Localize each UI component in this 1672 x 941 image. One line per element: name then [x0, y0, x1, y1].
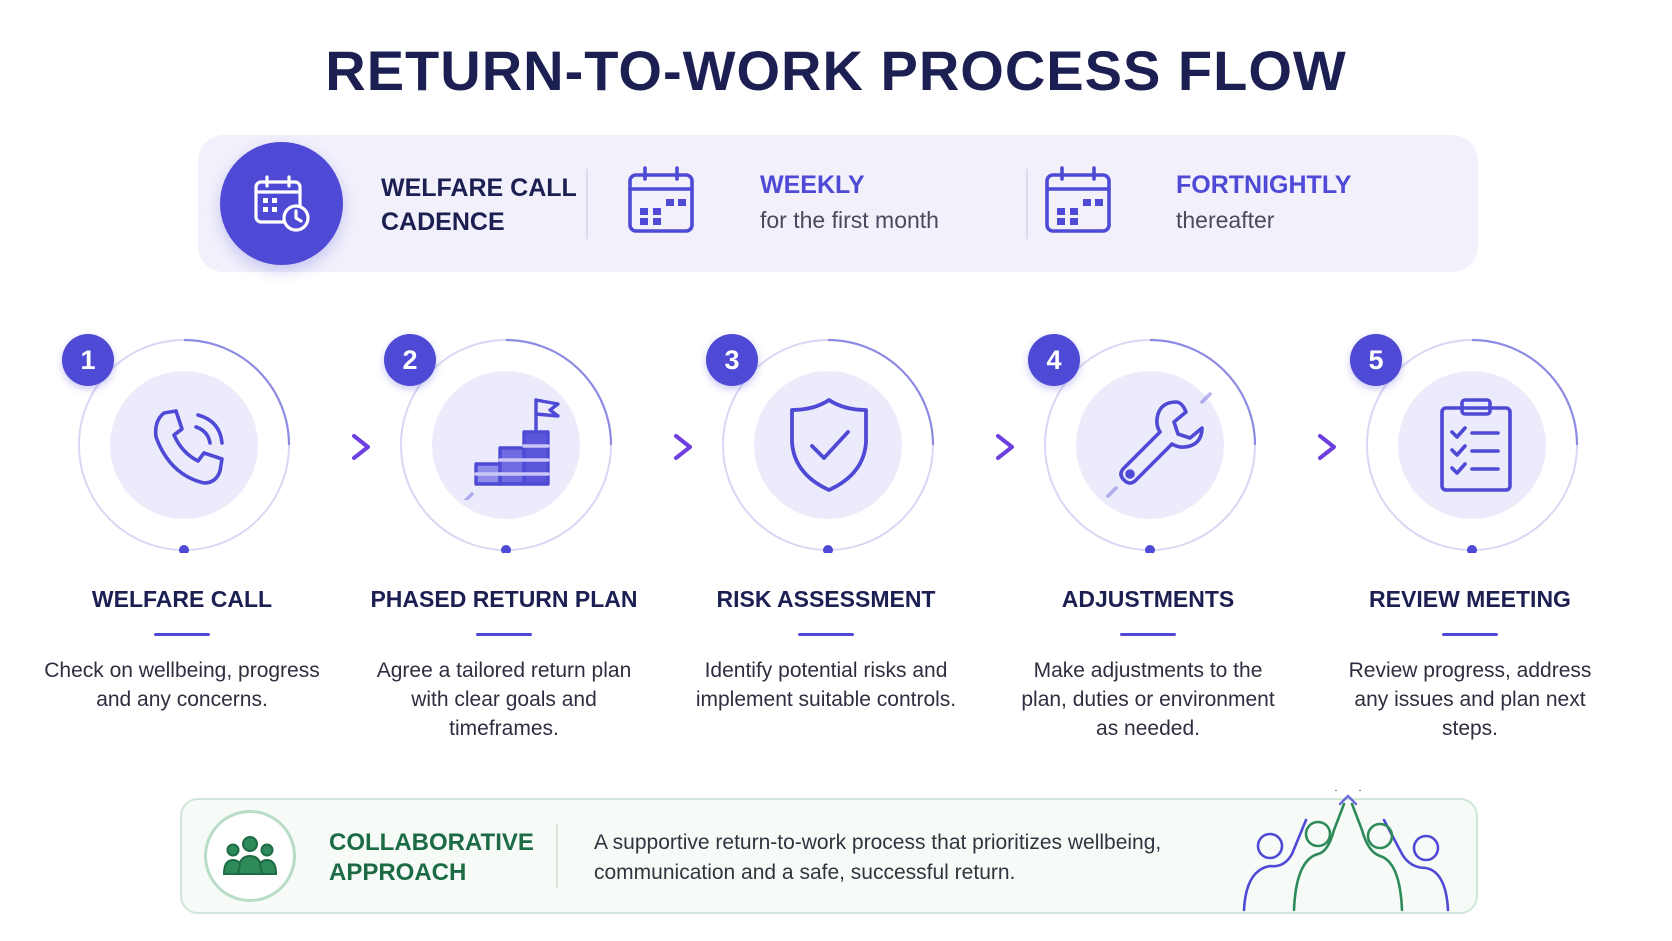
clipboard-checklist-icon	[1440, 398, 1512, 492]
cadence-weekly-title: WEEKLY	[760, 171, 865, 199]
step-description: Check on wellbeing, progress and any con…	[44, 659, 320, 711]
step-number-badge: 1	[62, 334, 114, 386]
cadence-banner: WELFARE CALL CADENCE WEEKLY for the firs…	[198, 135, 1478, 272]
phone-icon	[153, 409, 224, 485]
step-number-badge: 3	[706, 334, 758, 386]
collaborative-banner: COLLABORATIVE APPROACH A supportive retu…	[180, 790, 1478, 914]
step-ring	[78, 338, 291, 553]
arrow-right-icon	[1280, 434, 1336, 460]
arrow-right-icon	[314, 434, 370, 460]
divider	[556, 824, 558, 888]
stairs-flag-icon	[464, 398, 560, 500]
arrow-right-icon	[958, 434, 1014, 460]
cadence-label: WELFARE CALL CADENCE	[381, 174, 577, 236]
people-group-icon	[204, 810, 296, 902]
step-risk-assessment: 3 RISK ASSESSMENT Identify potential ris…	[676, 334, 976, 754]
step-adjustments: 4 ADJUSTMENTS Make adjustments to the pl…	[998, 334, 1298, 754]
step-description: Agree a tailored return plan with clear …	[376, 659, 632, 740]
step-number-badge: 5	[1350, 334, 1402, 386]
step-title: ADJUSTMENTS	[1061, 586, 1235, 612]
divider	[586, 169, 588, 239]
step-underline	[1442, 633, 1498, 636]
calendar-clock-icon	[220, 142, 343, 265]
step-title: WELFARE CALL	[91, 586, 273, 612]
step-title: REVIEW MEETING	[1369, 586, 1571, 612]
step-phased-return-plan: 2 PHASED RETURN PLAN Agree a tailored re…	[354, 334, 654, 754]
step-number-badge: 4	[1028, 334, 1080, 386]
step-underline	[1120, 633, 1176, 636]
divider	[1026, 169, 1028, 239]
step-review-meeting: 5 REVIEW MEETING Review progress, addres…	[1320, 334, 1620, 754]
collaborative-title: COLLABORATIVE APPROACH	[329, 829, 534, 886]
high-five-illustration	[1242, 790, 1450, 912]
step-description: Review progress, address any issues and …	[1348, 659, 1592, 740]
calendar-icon	[1045, 166, 1111, 233]
page-title: RETURN-TO-WORK PROCESS FLOW	[325, 39, 1347, 102]
step-underline	[798, 633, 854, 636]
calendar-icon	[628, 166, 694, 233]
step-title: RISK ASSESSMENT	[716, 586, 936, 612]
step-underline	[476, 633, 532, 636]
step-description: Identify potential risks and implement s…	[695, 659, 957, 711]
wrench-icon	[1106, 392, 1212, 498]
step-welfare-call: 1 WELFARE CALL Check on wellbeing, progr…	[32, 334, 332, 754]
arrow-right-icon	[636, 434, 692, 460]
step-title: PHASED RETURN PLAN	[370, 586, 638, 612]
step-number-badge: 2	[384, 334, 436, 386]
step-underline	[154, 633, 210, 636]
cadence-weekly-subtitle: for the first month	[760, 207, 939, 233]
collaborative-text: A supportive return-to-work process that…	[594, 831, 1162, 884]
step-ring	[1044, 338, 1257, 553]
cadence-fortnightly-title: FORTNIGHTLY	[1176, 171, 1352, 199]
cadence-fortnightly-subtitle: thereafter	[1176, 207, 1275, 233]
step-description: Make adjustments to the plan, duties or …	[1021, 659, 1275, 740]
step-ring	[722, 338, 935, 553]
shield-check-icon	[790, 398, 868, 492]
